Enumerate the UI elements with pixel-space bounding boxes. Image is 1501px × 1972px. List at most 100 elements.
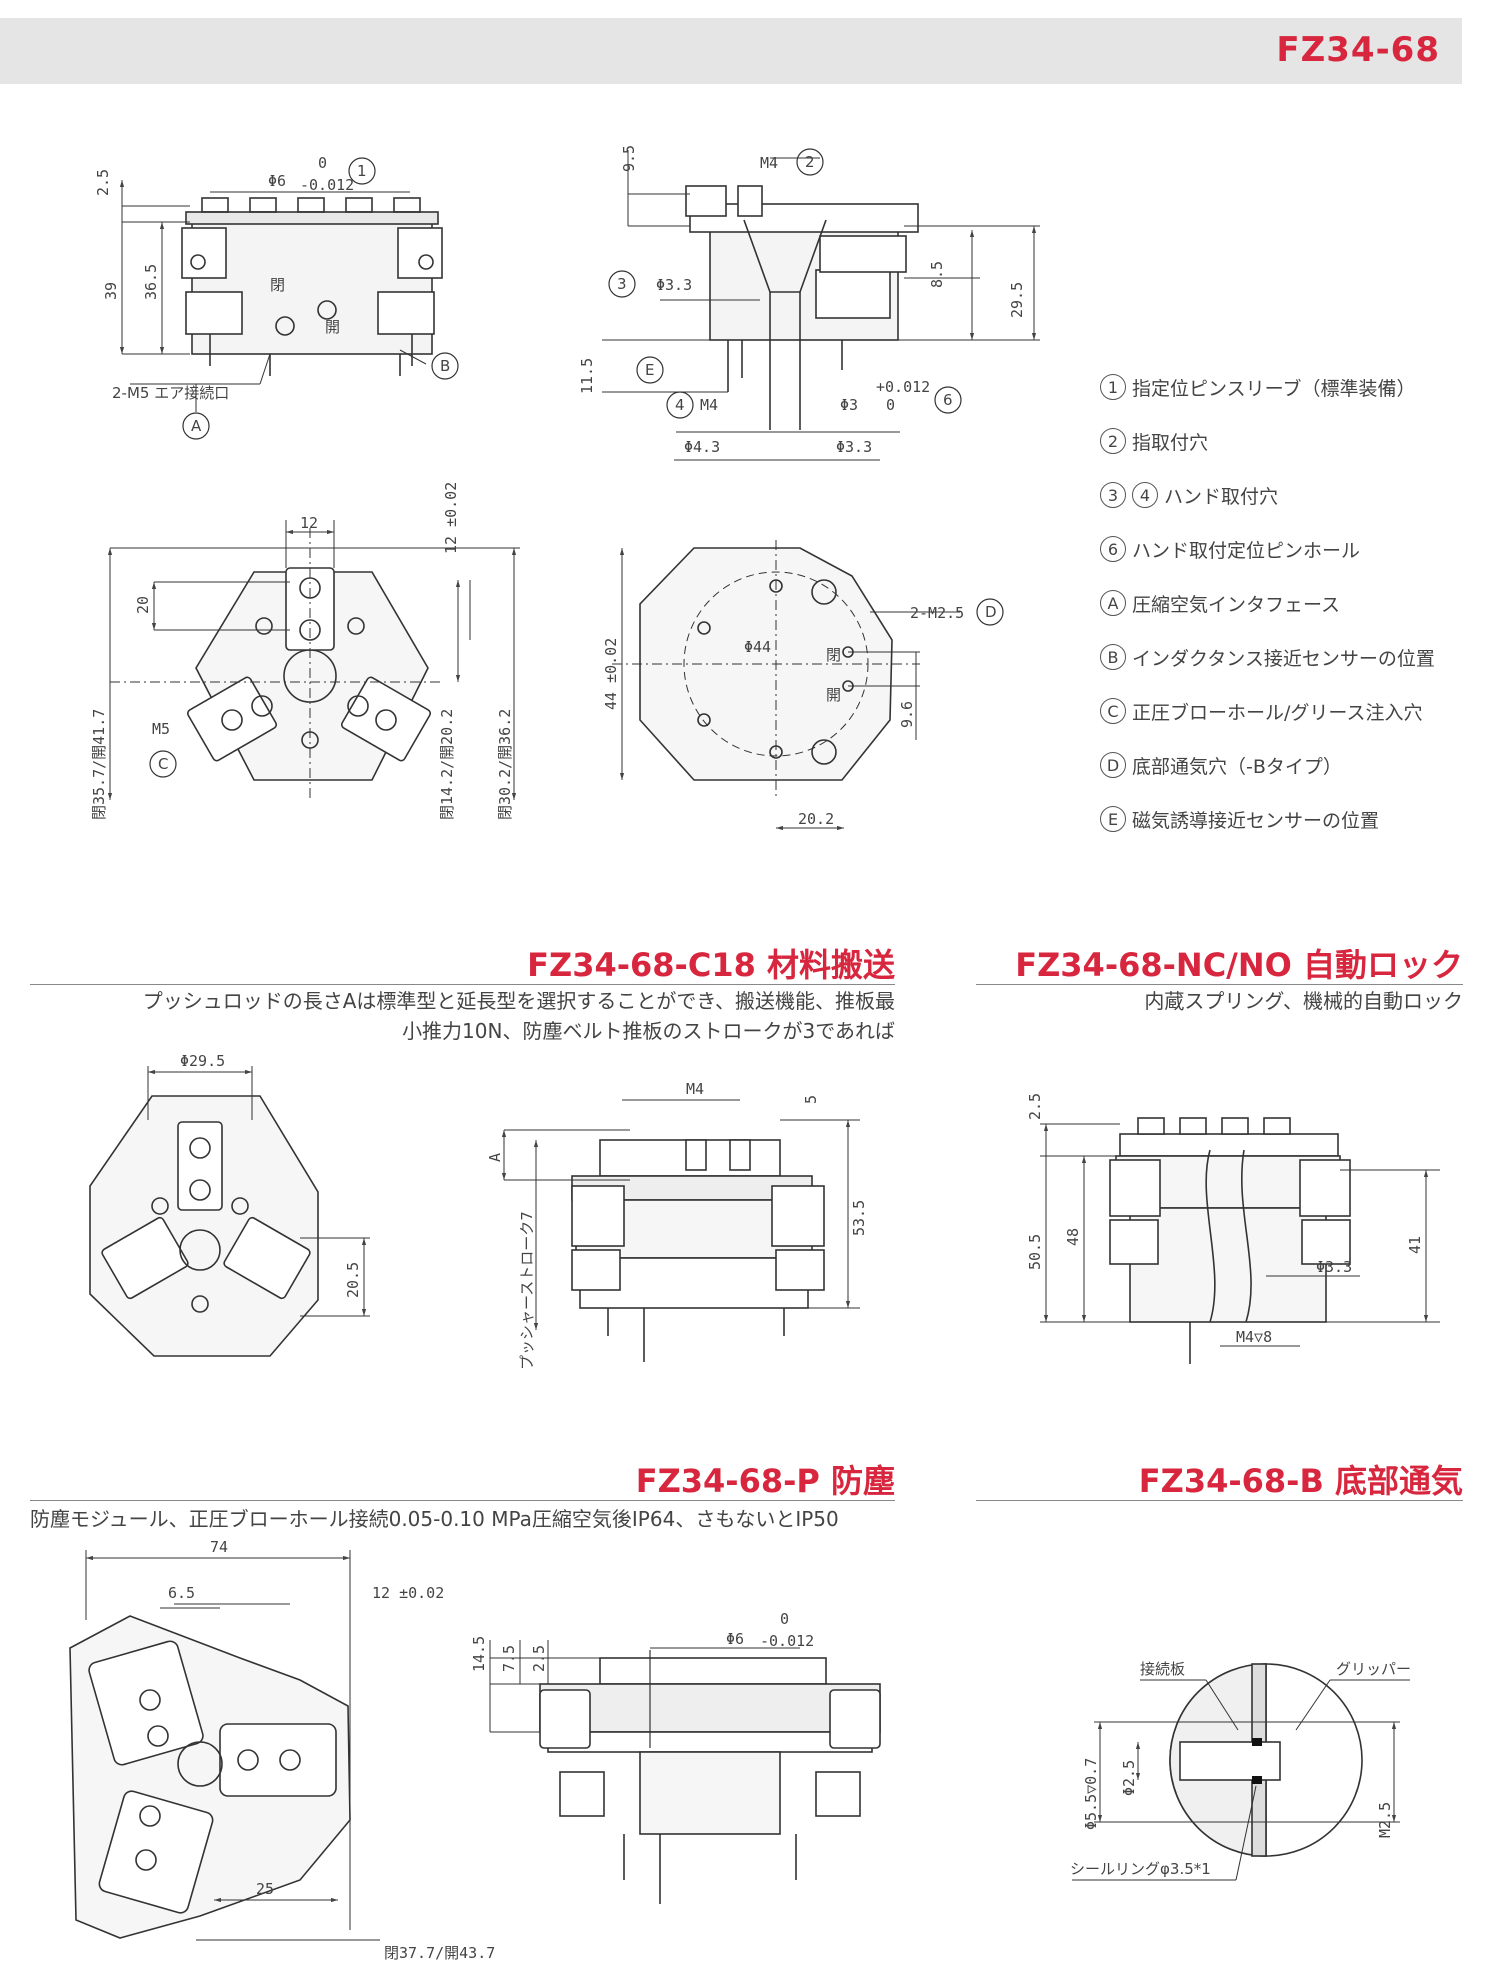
dim-d3-12tol: 12 ±0.02 — [442, 482, 460, 554]
legend-item: C 正圧ブローホール/グリース注入穴 — [1100, 684, 1480, 738]
drawing-p-side — [489, 1640, 881, 1904]
label-close: 閉 — [270, 276, 285, 294]
dim-d1-tol-lo: -0.012 — [300, 176, 354, 194]
mark-A: A — [191, 417, 202, 435]
legend-mark: 2 — [1100, 428, 1126, 454]
legend-item: 3 4 ハンド取付穴 — [1100, 468, 1480, 522]
drawing-side-section — [602, 148, 1040, 461]
dim-d3-v3: 閉30.2/開36.2 — [496, 709, 514, 820]
dim-c2-5: 5 — [802, 1095, 820, 1104]
dim-d1-top: 2.5 — [94, 169, 112, 196]
legend-text: 圧縮空気インタフェース — [1132, 593, 1341, 616]
drawing-top-view — [107, 520, 520, 800]
dim-b-phi25: Φ2.5 — [1120, 1760, 1138, 1796]
legend-mark: 6 — [1100, 536, 1126, 562]
label-d4-close: 閉 — [826, 646, 841, 664]
drawing-front-view — [119, 157, 459, 440]
dim-p2-145: 14.5 — [470, 1636, 488, 1672]
dim-p2-tol-lo: -0.012 — [760, 1632, 814, 1650]
mark-D: D — [985, 603, 997, 621]
legend-mark: C — [1100, 698, 1126, 724]
section-title-ncno: FZ34-68-NC/NO 自動ロック — [1015, 946, 1463, 984]
dim-p-12: 12 ±0.02 — [372, 1584, 444, 1602]
legend-mark: 1 — [1100, 374, 1126, 400]
mark-3: 3 — [617, 275, 627, 293]
legend-text: ハンド取付穴 — [1164, 485, 1279, 508]
legend: 1 指定位ピンスリーブ（標準装備） 2 指取付穴 3 4 ハンド取付穴 6 ハン… — [1100, 360, 1480, 846]
legend-item: B インダクタンス接近センサーの位置 — [1100, 630, 1480, 684]
drawing-ncno-side — [1040, 1117, 1440, 1364]
dim-d1-365: 36.5 — [142, 264, 160, 300]
legend-text: 指取付穴 — [1132, 431, 1209, 454]
dim-n-505: 50.5 — [1026, 1234, 1044, 1270]
section-desc-p: 防塵モジュール、正圧ブローホール接続0.05-0.10 MPa圧縮空気後IP64… — [30, 1507, 839, 1531]
dim-d2-m4: M4 — [760, 154, 778, 172]
mark-C: C — [158, 755, 168, 773]
legend-mark: A — [1100, 590, 1126, 616]
dim-n-phi33: Φ3.3 — [1316, 1258, 1352, 1276]
dim-d3-v2: 閉14.2/開20.2 — [438, 709, 456, 820]
legend-text: 底部通気穴（-Bタイプ） — [1132, 755, 1342, 778]
dim-d2-85: 8.5 — [928, 261, 946, 288]
dim-c1-phi295: Φ29.5 — [180, 1052, 225, 1070]
legend-mark: D — [1100, 752, 1126, 778]
dim-d4-2m25: 2-M2.5 — [910, 604, 964, 622]
mark-6: 6 — [943, 391, 953, 409]
drawing-b-detail — [1072, 1663, 1410, 1881]
dim-p2-tol-up: 0 — [780, 1610, 789, 1628]
legend-item: 1 指定位ピンスリーブ（標準装備） — [1100, 360, 1480, 414]
drawing-c18-top — [89, 1066, 370, 1357]
section-desc-c18: プッシュロッドの長さAは標準型と延長型を選択することができ、搬送機能、推板最 小… — [15, 986, 895, 1046]
dim-c2-m4: M4 — [686, 1080, 704, 1098]
dim-d4-phi44: Φ44 — [744, 638, 771, 656]
label-seal-ring: シールリングφ3.5*1 — [1070, 1860, 1211, 1878]
section-title-c18: FZ34-68-C18 材料搬送 — [527, 946, 895, 984]
dim-p2-phi6: Φ6 — [726, 1630, 744, 1648]
dim-d4-202: 20.2 — [798, 810, 834, 828]
dim-d3-20: 20 — [134, 596, 152, 614]
legend-item: E 磁気誘導接近センサーの位置 — [1100, 792, 1480, 846]
legend-mark: B — [1100, 644, 1126, 670]
dim-d2-295: 29.5 — [1008, 282, 1026, 318]
dim-d2-phi3: Φ3 — [840, 396, 858, 414]
dim-d1-39: 39 — [102, 282, 120, 300]
dim-n-41: 41 — [1406, 1236, 1424, 1254]
dim-n-48: 48 — [1064, 1228, 1082, 1246]
legend-text: インダクタンス接近センサーの位置 — [1132, 647, 1435, 670]
dim-d3-v1: 閉35.7/開41.7 — [90, 709, 108, 820]
section-desc-c18-line2: 小推力10N、防塵ベルト推板のストロークが3であれば — [402, 1019, 895, 1043]
drawing-bottom-view — [612, 540, 1004, 831]
legend-text: 磁気誘導接近センサーの位置 — [1132, 809, 1380, 832]
dim-d4-44: 44 ±0.02 — [602, 638, 620, 710]
dim-b-phi55: Φ5.5▽0.7 — [1082, 1758, 1100, 1830]
dim-d2-phi33b: Φ3.3 — [836, 438, 872, 456]
mark-E: E — [645, 361, 654, 379]
section-desc-c18-line1: プッシュロッドの長さAは標準型と延長型を選択することができ、搬送機能、推板最 — [142, 989, 895, 1013]
dim-p2-25: 2.5 — [530, 1645, 548, 1672]
drawing-p-top — [69, 1550, 380, 1941]
dim-d2-phi43: Φ4.3 — [684, 438, 720, 456]
dim-c2-535: 53.5 — [850, 1200, 868, 1236]
legend-mark: 3 — [1100, 482, 1126, 508]
dim-p-65: 6.5 — [168, 1584, 195, 1602]
legend-mark: E — [1100, 806, 1126, 832]
legend-text: 正圧ブローホール/グリース注入穴 — [1132, 701, 1423, 724]
dim-d2-95: 9.5 — [620, 145, 638, 172]
legend-item: A 圧縮空気インタフェース — [1100, 576, 1480, 630]
dim-d2-tol-lo: 0 — [886, 396, 895, 414]
legend-item: D 底部通気穴（-Bタイプ） — [1100, 738, 1480, 792]
divider — [30, 1500, 895, 1501]
header-bar: FZ34-68 — [0, 18, 1462, 84]
dim-d3-12: 12 — [300, 514, 318, 532]
legend-text: 指定位ピンスリーブ（標準装備） — [1132, 377, 1416, 400]
section-title-b: FZ34-68-B 底部通気 — [1138, 1462, 1463, 1500]
divider — [976, 984, 1463, 985]
mark-4: 4 — [675, 396, 685, 414]
dim-d4-96: 9.6 — [898, 701, 916, 728]
dim-d2-m4b: M4 — [700, 396, 718, 414]
legend-mark: 4 — [1132, 482, 1158, 508]
drawing-c18-side — [501, 1099, 860, 1362]
label-air-port: 2-M5 エア接続口 — [112, 384, 229, 402]
dim-c1-205: 20.5 — [344, 1262, 362, 1298]
